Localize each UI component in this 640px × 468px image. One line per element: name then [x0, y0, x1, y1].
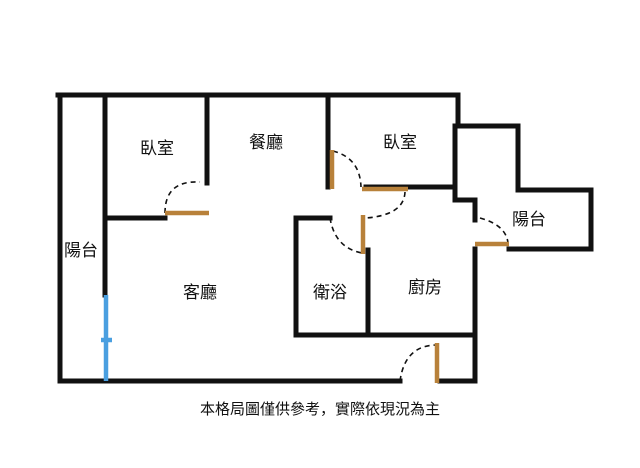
- door-swing-bedroom-left: [164, 181, 201, 214]
- room-label-balcony-right: 陽台: [512, 210, 546, 230]
- room-labels: 臥室 餐廳 臥室 陽台 客廳 衛浴 廚房 陽台: [64, 133, 546, 303]
- room-label-bedroom-right: 臥室: [383, 133, 417, 153]
- room-label-dining-room: 餐廳: [249, 133, 283, 153]
- door-swing-entrance: [399, 344, 438, 382]
- door-swing-bedroom-right: [332, 150, 362, 188]
- door-swing-bedroom-right-b: [365, 191, 406, 219]
- bump-outline: [455, 123, 594, 252]
- door-swing-balcony-right: [479, 217, 509, 244]
- room-label-living-room: 客廳: [183, 283, 217, 303]
- right-wall-lower: [437, 246, 478, 384]
- doors: [164, 150, 509, 383]
- room-label-bedroom-left: 臥室: [140, 139, 174, 159]
- walls: [55, 92, 594, 384]
- door-swing-bathroom: [329, 217, 363, 254]
- right-wall-notch: [452, 123, 478, 223]
- floor-plan-caption: 本格局圖僅供參考，實際依現況為主: [199, 400, 440, 418]
- room-label-kitchen: 廚房: [408, 277, 442, 298]
- room-label-bathroom: 衛浴: [313, 283, 347, 303]
- window: [101, 295, 112, 381]
- room-label-balcony-left: 陽台: [64, 241, 98, 261]
